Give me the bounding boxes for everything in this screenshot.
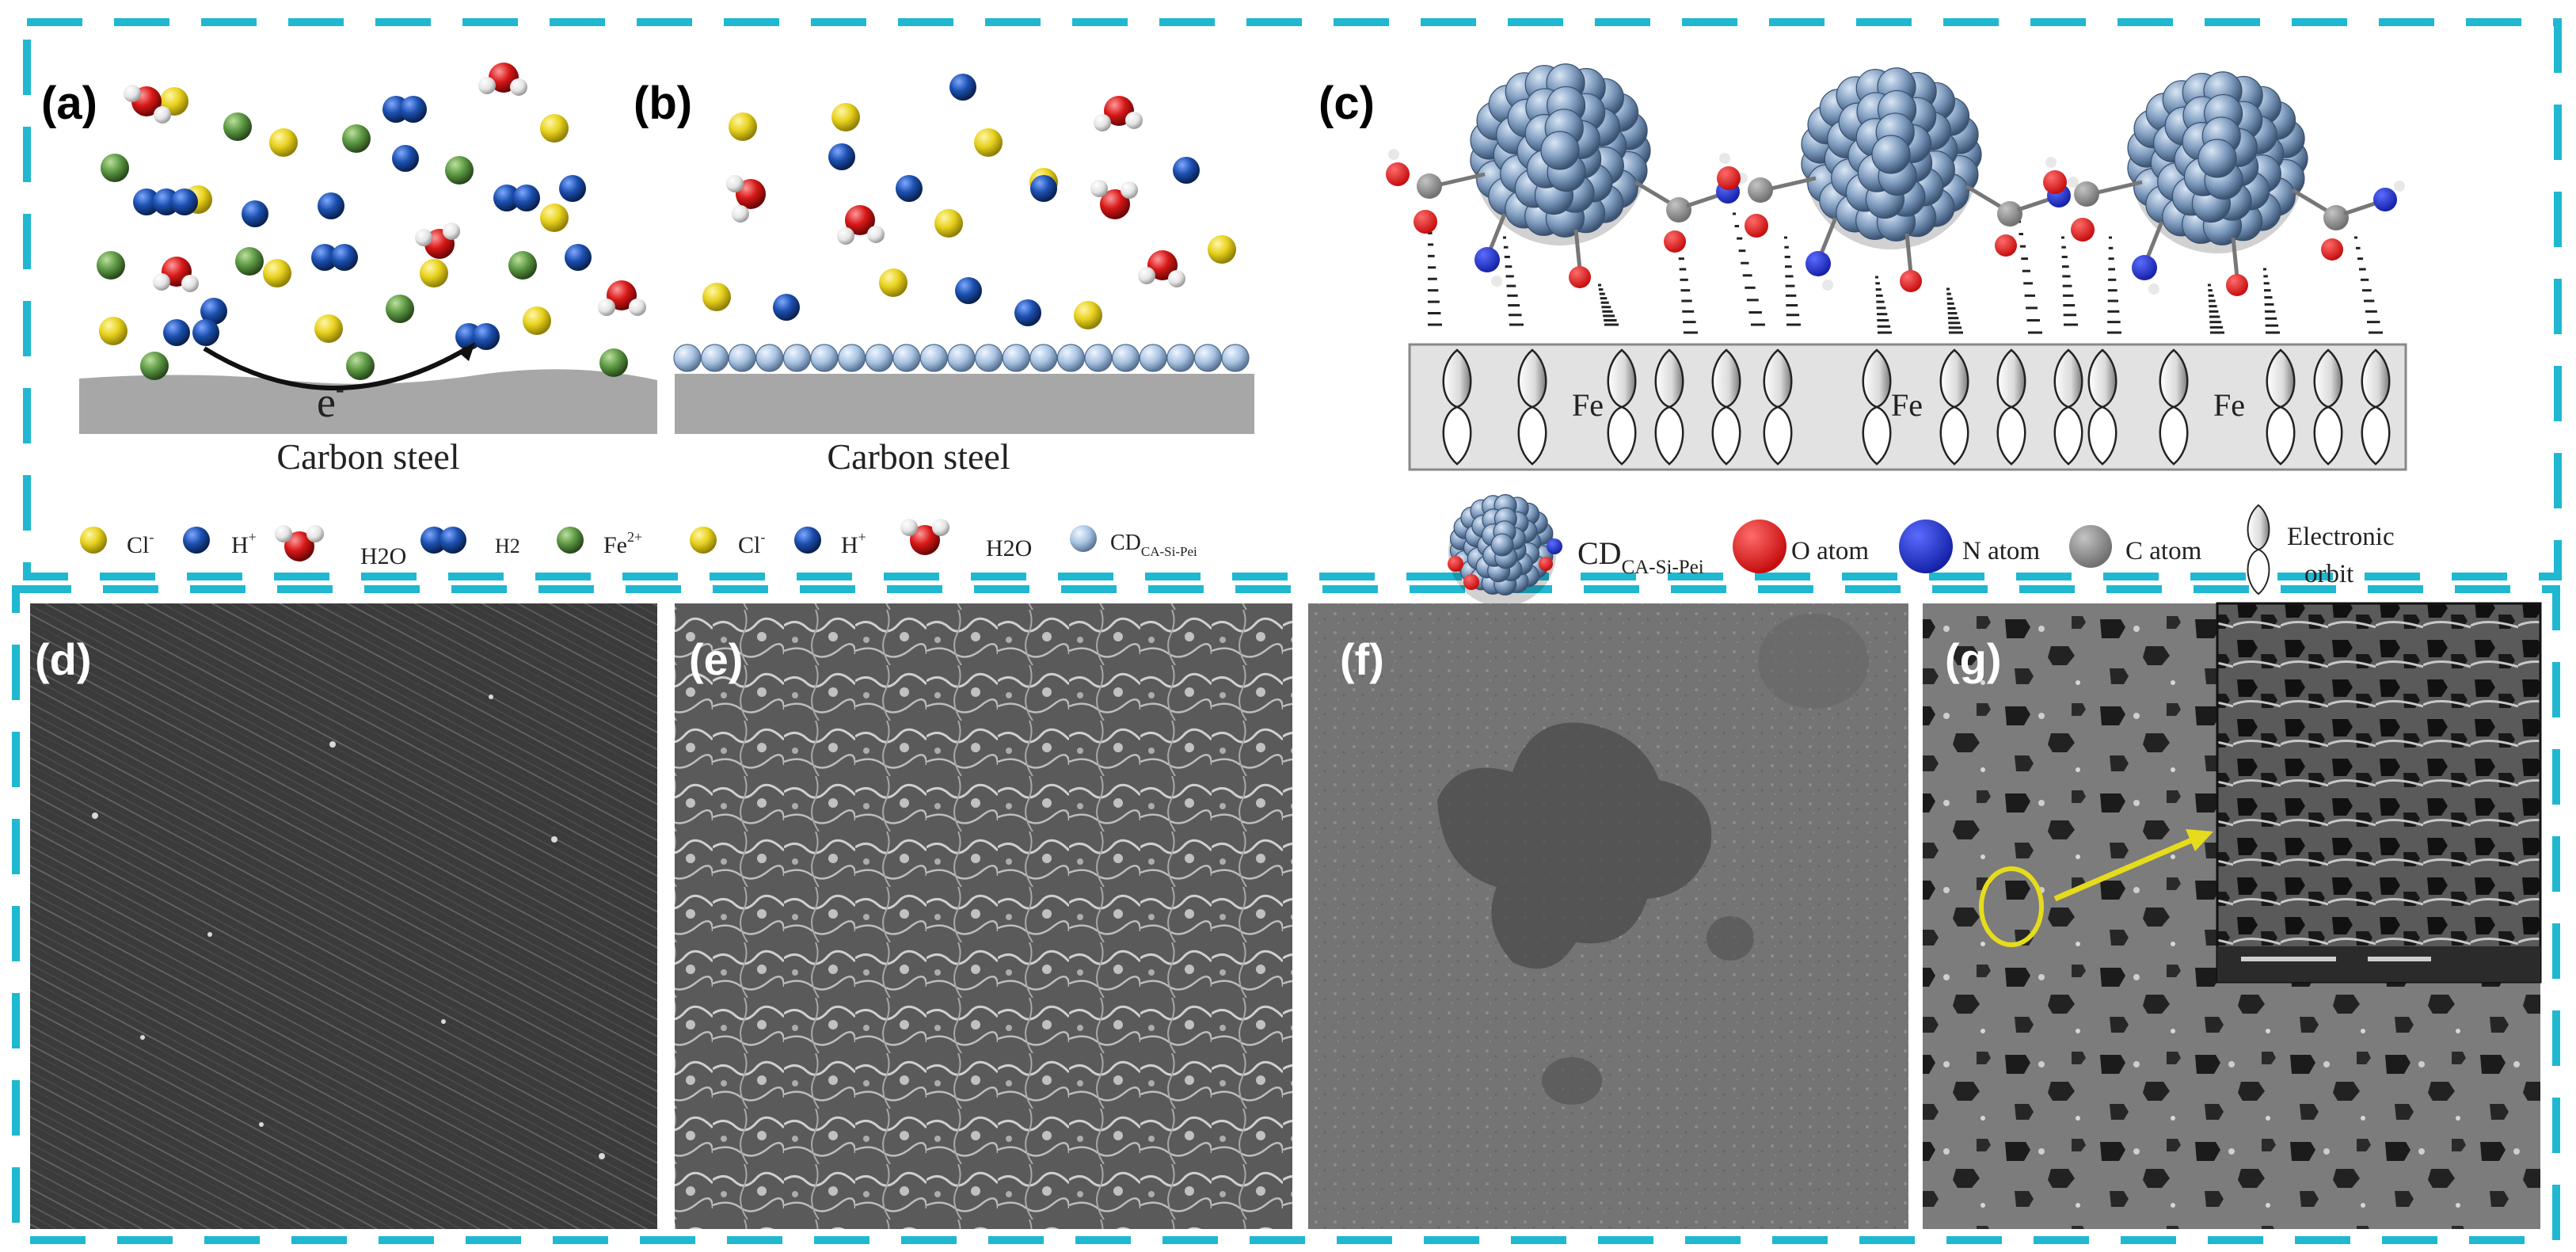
sem-inset-scalebar	[2217, 946, 2540, 982]
svg-text:CDCA-Si-Pei: CDCA-Si-Pei	[1577, 535, 1704, 578]
sem-image-e	[675, 603, 1292, 1229]
inhibitor-molecule	[947, 344, 976, 372]
panel-f-dark-patch	[1437, 722, 1712, 969]
panel-f: (f)	[1308, 603, 1908, 1229]
inhibitor-molecule	[919, 344, 949, 372]
inhibitor-molecule	[1056, 344, 1086, 372]
panel-a: (a)	[41, 63, 657, 477]
carbon-dot-nanoparticle	[1386, 63, 1748, 288]
inhibitor-molecule	[1139, 344, 1167, 372]
svg-text:Cl-: Cl-	[127, 529, 154, 558]
adsorption-bonds	[1428, 212, 2383, 334]
svg-text:H+: H+	[231, 529, 257, 558]
inhibitor-molecule	[782, 344, 812, 372]
inhibitor-molecule	[865, 344, 893, 372]
inhibitor-molecule	[1029, 344, 1058, 372]
panel-b-steel	[675, 374, 1254, 434]
inhibitor-molecule	[1221, 344, 1250, 372]
legend-h2o: H2O	[360, 543, 406, 569]
inhibitor-molecule	[1002, 344, 1030, 372]
top-frame	[23, 18, 2562, 580]
legend-h2: H2	[495, 535, 520, 558]
panel-e: (e)	[675, 603, 1292, 1229]
inhibitor-molecule	[974, 344, 1003, 372]
legend-n-atom: N atom	[1962, 537, 2040, 565]
carbon-dot-nanoparticle	[2043, 71, 2405, 296]
fe-label-2: Fe	[1891, 387, 1923, 423]
fe-label-3: Fe	[2213, 387, 2245, 423]
panel-b: (b) Carbon steel	[634, 74, 1254, 477]
panel-a-particles	[97, 63, 646, 380]
panel-a-label: (a)	[41, 78, 97, 129]
inhibitor-molecule	[892, 344, 921, 372]
bottom-frame	[12, 585, 2560, 1244]
panel-c-label: (c)	[1318, 78, 1375, 129]
panel-g: (g)	[1923, 602, 2542, 1229]
inhibitor-molecule	[755, 344, 784, 372]
legend-o-atom: O atom	[1791, 537, 1869, 565]
legend-c: CDCA-Si-Pei O atom N atom C atom Electro…	[1448, 494, 2395, 607]
panel-a-substrate-label: Carbon steel	[276, 436, 459, 477]
panel-b-label: (b)	[634, 78, 692, 129]
inhibitor-layer	[673, 344, 1250, 372]
panel-f-label: (f)	[1340, 634, 1384, 684]
electron-arrow	[203, 346, 469, 390]
panel-b-substrate-label: Carbon steel	[827, 436, 1010, 477]
legend-orbit-line1: Electronic	[2287, 523, 2395, 551]
svg-text:Cl-: Cl-	[738, 529, 765, 558]
legend-c-atom: C atom	[2125, 537, 2202, 565]
inhibitor-molecule	[810, 344, 839, 372]
panel-b-particles	[702, 74, 1236, 329]
svg-text:Fe2+: Fe2+	[603, 529, 642, 558]
panel-d: (d)	[30, 603, 657, 1229]
svg-text:CDCA-Si-Pei: CDCA-Si-Pei	[1110, 531, 1197, 559]
inhibitor-molecule	[700, 344, 729, 372]
inhibitor-molecule	[728, 344, 756, 372]
panel-d-label: (d)	[35, 634, 92, 684]
inhibitor-molecule	[1166, 344, 1195, 372]
legend-carbon-dot-icon	[1448, 494, 1562, 607]
panel-c: (c) Fe Fe Fe	[1318, 63, 2407, 471]
fe-substrate	[1408, 343, 2407, 471]
panel-a-steel	[79, 369, 657, 434]
legend-orbit-line2: orbit	[2304, 560, 2353, 588]
legend-ab: Cl- H+ H2O H2 Fe2+ Cl- H+ H2O CDCA-Si-Pe…	[80, 519, 1197, 569]
defect-highlight-circle	[1979, 866, 2044, 947]
inhibitor-molecule	[1084, 344, 1113, 372]
inhibitor-molecule	[837, 344, 866, 372]
inhibitor-molecule	[1111, 344, 1140, 372]
svg-text:H+: H+	[841, 529, 866, 558]
carbon-dot-nanoparticle	[1717, 67, 2079, 292]
panel-e-label: (e)	[689, 634, 743, 684]
fe-label-1: Fe	[1572, 387, 1604, 423]
inhibitor-molecule	[673, 344, 702, 372]
carbon-dots	[1386, 63, 2405, 296]
sem-image-d	[30, 603, 657, 1229]
panel-g-label: (g)	[1945, 634, 2002, 684]
inhibitor-molecule	[1193, 344, 1223, 372]
zoom-arrow	[2053, 836, 2195, 902]
legend-h2o-2: H2O	[986, 535, 1032, 561]
electron-label: e-	[317, 375, 344, 426]
sem-inset-g	[2216, 602, 2542, 984]
